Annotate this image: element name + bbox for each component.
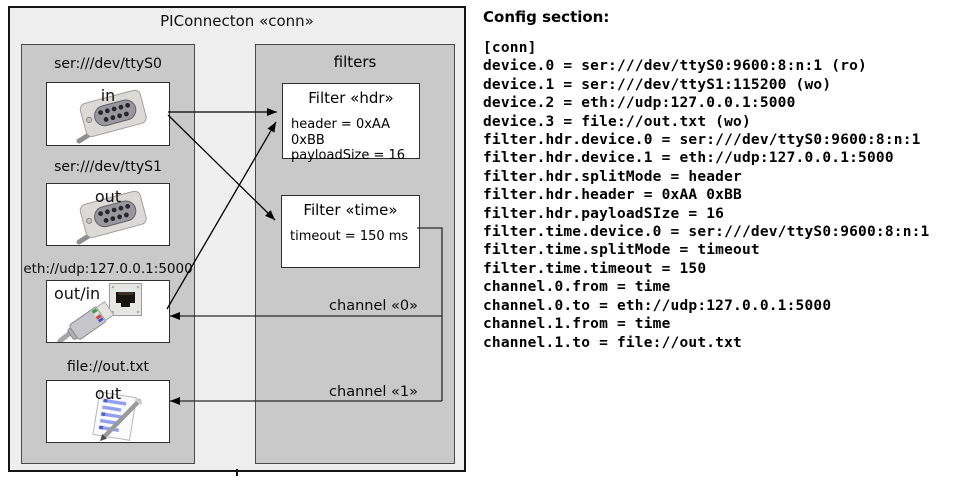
- ethernet-port-icon: [109, 283, 142, 316]
- port-label-out-file: out: [94, 384, 122, 403]
- port-label-out: out: [94, 187, 122, 206]
- filter-time-attrs: timeout = 150 ms: [282, 229, 419, 245]
- device-box-ttys0-in: in: [46, 82, 170, 146]
- device-label-ttys0: ser:///dev/ttyS0: [54, 56, 162, 72]
- config-heading: Config section:: [483, 8, 610, 26]
- ethernet-connector-icon: [57, 300, 115, 342]
- device-label-eth: eth://udp:127.0.0.1:5000: [23, 261, 193, 277]
- filter-time-box: Filter «time» timeout = 150 ms: [281, 195, 420, 268]
- port-label-outin: out/in: [54, 284, 101, 303]
- filters-title: filters: [333, 53, 377, 71]
- device-label-ttys1: ser:///dev/ttyS1: [54, 159, 162, 175]
- filter-hdr-attr-header: header = 0xAA 0xBB: [291, 117, 391, 148]
- filter-hdr-title: Filter «hdr»: [308, 89, 394, 107]
- config-text: [conn] device.0 = ser:///dev/ttyS0:9600:…: [483, 40, 930, 351]
- diagram-title: PIConnecton «conn»: [160, 12, 314, 30]
- filter-hdr-box: Filter «hdr» header = 0xAA 0xBB payloadS…: [282, 83, 420, 163]
- filter-hdr-attrs: header = 0xAA 0xBB payloadSize = 16: [283, 117, 419, 164]
- port-label-in: in: [100, 86, 116, 105]
- config-panel: Config section: [conn] device.0 = ser://…: [483, 8, 961, 352]
- filters-container: filters Filter «hdr» header = 0xAA 0xBB …: [255, 44, 455, 464]
- device-label-file: file://out.txt: [66, 359, 150, 375]
- channel-0-label: channel «0»: [329, 298, 418, 314]
- diagram-bottom-tick: [236, 469, 238, 476]
- serial-connector-icon: [76, 89, 147, 144]
- channel-1-label: channel «1»: [329, 384, 418, 400]
- filter-time-attr-timeout: timeout = 150 ms: [290, 229, 409, 244]
- filter-time-title: Filter «time»: [303, 201, 398, 219]
- devices-container: ser:///dev/ttyS0: [21, 44, 195, 464]
- notepad-icon: [92, 391, 143, 441]
- device-box-ttys1-out: out: [46, 183, 170, 246]
- serial-connector-icon: [76, 190, 147, 245]
- filter-hdr-attr-payload: payloadSize = 16: [291, 148, 406, 163]
- device-box-file-out: out: [46, 380, 170, 443]
- piconnecton-outer-box: PIConnecton «conn» ser:///dev/ttyS0: [8, 6, 466, 472]
- device-box-eth-outin: out/in: [46, 280, 170, 343]
